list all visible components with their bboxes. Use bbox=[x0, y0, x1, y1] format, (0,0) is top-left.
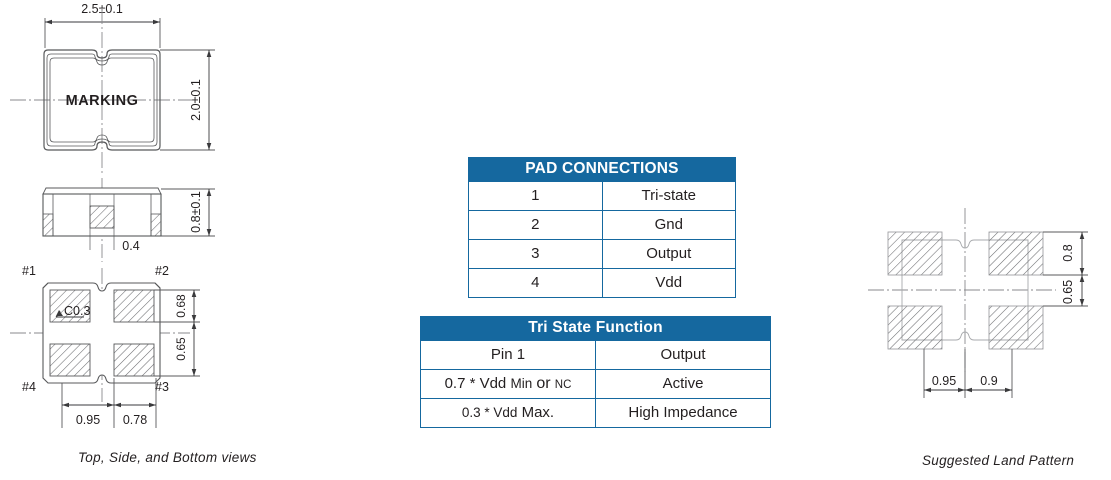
table-row: 3 Output bbox=[468, 239, 736, 269]
table-header-row: Tri State Function bbox=[420, 316, 771, 341]
tri-state-condition-qualifier: Min bbox=[510, 375, 533, 391]
table-row: 2 Gnd bbox=[468, 210, 736, 240]
bottom-view-pad-2 bbox=[113, 289, 155, 323]
tri-state-title: Tri State Function bbox=[420, 316, 771, 341]
top-view-height-dimension bbox=[160, 49, 215, 151]
bottom-view-chamfer-label: C0.3 bbox=[64, 304, 90, 318]
side-view: 0.4 0.8±0.1 bbox=[42, 178, 215, 262]
side-view-center-pad bbox=[89, 205, 115, 229]
top-view-package-body bbox=[43, 49, 161, 151]
bottom-view: #1 #2 #4 #3 C0.3 0.68 bbox=[10, 264, 200, 428]
tri-state-condition: 0.7 * Vdd Min or NC bbox=[420, 369, 596, 399]
top-view: 2.5±0.1 MARKING 2.0±0.1 bbox=[10, 2, 215, 176]
left-drawing-caption: Top, Side, and Bottom views bbox=[78, 450, 257, 465]
table-header-row: PAD CONNECTIONS bbox=[468, 157, 736, 182]
side-view-center-dim-label: 0.4 bbox=[122, 239, 139, 253]
table-row: 0.3 * Vdd Max. High Impedance bbox=[420, 398, 771, 428]
top-view-height-label: 2.0±0.1 bbox=[189, 79, 203, 121]
land-pattern-caption: Suggested Land Pattern bbox=[922, 453, 1075, 468]
bottom-view-vertical-dimensions bbox=[154, 289, 200, 377]
land-pattern-vertical-dimensions bbox=[1043, 231, 1088, 307]
land-pattern-drawing: 0.8 0.65 0.95 0.9 bbox=[868, 208, 1088, 398]
tri-state-col2-header: Output bbox=[595, 340, 771, 370]
land-pattern-pad-1 bbox=[887, 231, 943, 276]
land-pattern-horizontal-dimensions bbox=[923, 349, 1013, 398]
tri-state-condition-qualifier: Max. bbox=[521, 404, 555, 421]
pad-pin-function: Tri-state bbox=[601, 181, 736, 211]
side-view-thickness-dimension bbox=[161, 188, 215, 237]
pad-pin-function: Gnd bbox=[601, 210, 736, 240]
bottom-view-pin1-label: #1 bbox=[22, 264, 36, 278]
bottom-view-dim-b-label: 0.78 bbox=[123, 413, 147, 427]
tri-state-condition-nc: NC bbox=[554, 378, 572, 391]
bottom-view-pad-height-label: 0.68 bbox=[174, 294, 188, 318]
pad-pin-number: 2 bbox=[468, 210, 603, 240]
land-pattern-pad-pitch-label: 0.65 bbox=[1061, 280, 1075, 304]
table-row: 0.7 * Vdd Min or NC Active bbox=[420, 369, 771, 399]
tri-state-condition-value: 0.3 * Vdd bbox=[461, 405, 518, 420]
side-view-thickness-label: 0.8±0.1 bbox=[189, 191, 203, 233]
bottom-view-pad-4 bbox=[49, 343, 91, 377]
table-row: 4 Vdd bbox=[468, 268, 736, 298]
tri-state-result: High Impedance bbox=[595, 398, 771, 428]
pad-pin-function: Output bbox=[601, 239, 736, 269]
tri-state-condition-value: 0.7 * Vdd bbox=[444, 374, 507, 392]
land-pattern-pad-2 bbox=[988, 231, 1044, 276]
land-pattern-pad-height-label: 0.8 bbox=[1061, 244, 1075, 261]
top-view-marking-label: MARKING bbox=[66, 93, 139, 109]
bottom-view-pad-3 bbox=[113, 343, 155, 377]
tri-state-condition-or: or bbox=[536, 374, 551, 392]
land-pattern-dim-a-label: 0.95 bbox=[932, 374, 956, 388]
table-row: 1 Tri-state bbox=[468, 181, 736, 211]
bottom-view-pin3-label: #3 bbox=[155, 380, 169, 394]
pad-pin-number: 1 bbox=[468, 181, 603, 211]
bottom-view-pin2-label: #2 bbox=[155, 264, 169, 278]
tri-state-col1-header: Pin 1 bbox=[420, 340, 596, 370]
tri-state-result: Active bbox=[595, 369, 771, 399]
land-pattern-pad-4 bbox=[887, 305, 943, 350]
land-pattern-dim-b-label: 0.9 bbox=[980, 374, 997, 388]
pad-pin-function: Vdd bbox=[601, 268, 736, 298]
package-drawings-left: 2.5±0.1 MARKING 2.0±0.1 bbox=[10, 2, 215, 428]
bottom-view-pad-pitch-label: 0.65 bbox=[174, 337, 188, 361]
pad-connections-title: PAD CONNECTIONS bbox=[468, 157, 736, 182]
pad-pin-number: 4 bbox=[468, 268, 603, 298]
top-view-width-dimension bbox=[44, 18, 161, 48]
pad-pin-number: 3 bbox=[468, 239, 603, 269]
land-pattern-pad-3 bbox=[988, 305, 1044, 350]
tri-state-function-table: Tri State Function Pin 1 Output 0.7 * Vd… bbox=[420, 316, 771, 428]
bottom-view-horizontal-dimensions bbox=[61, 378, 157, 428]
bottom-view-dim-a-label: 0.95 bbox=[76, 413, 100, 427]
bottom-view-pin4-label: #4 bbox=[22, 380, 36, 394]
table-subheader-row: Pin 1 Output bbox=[420, 340, 771, 370]
bottom-view-chamfer-callout bbox=[55, 310, 84, 318]
side-view-lid bbox=[42, 187, 162, 195]
tri-state-condition: 0.3 * Vdd Max. bbox=[420, 398, 596, 428]
pad-connections-table: PAD CONNECTIONS 1 Tri-state 2 Gnd 3 Outp… bbox=[468, 157, 736, 298]
